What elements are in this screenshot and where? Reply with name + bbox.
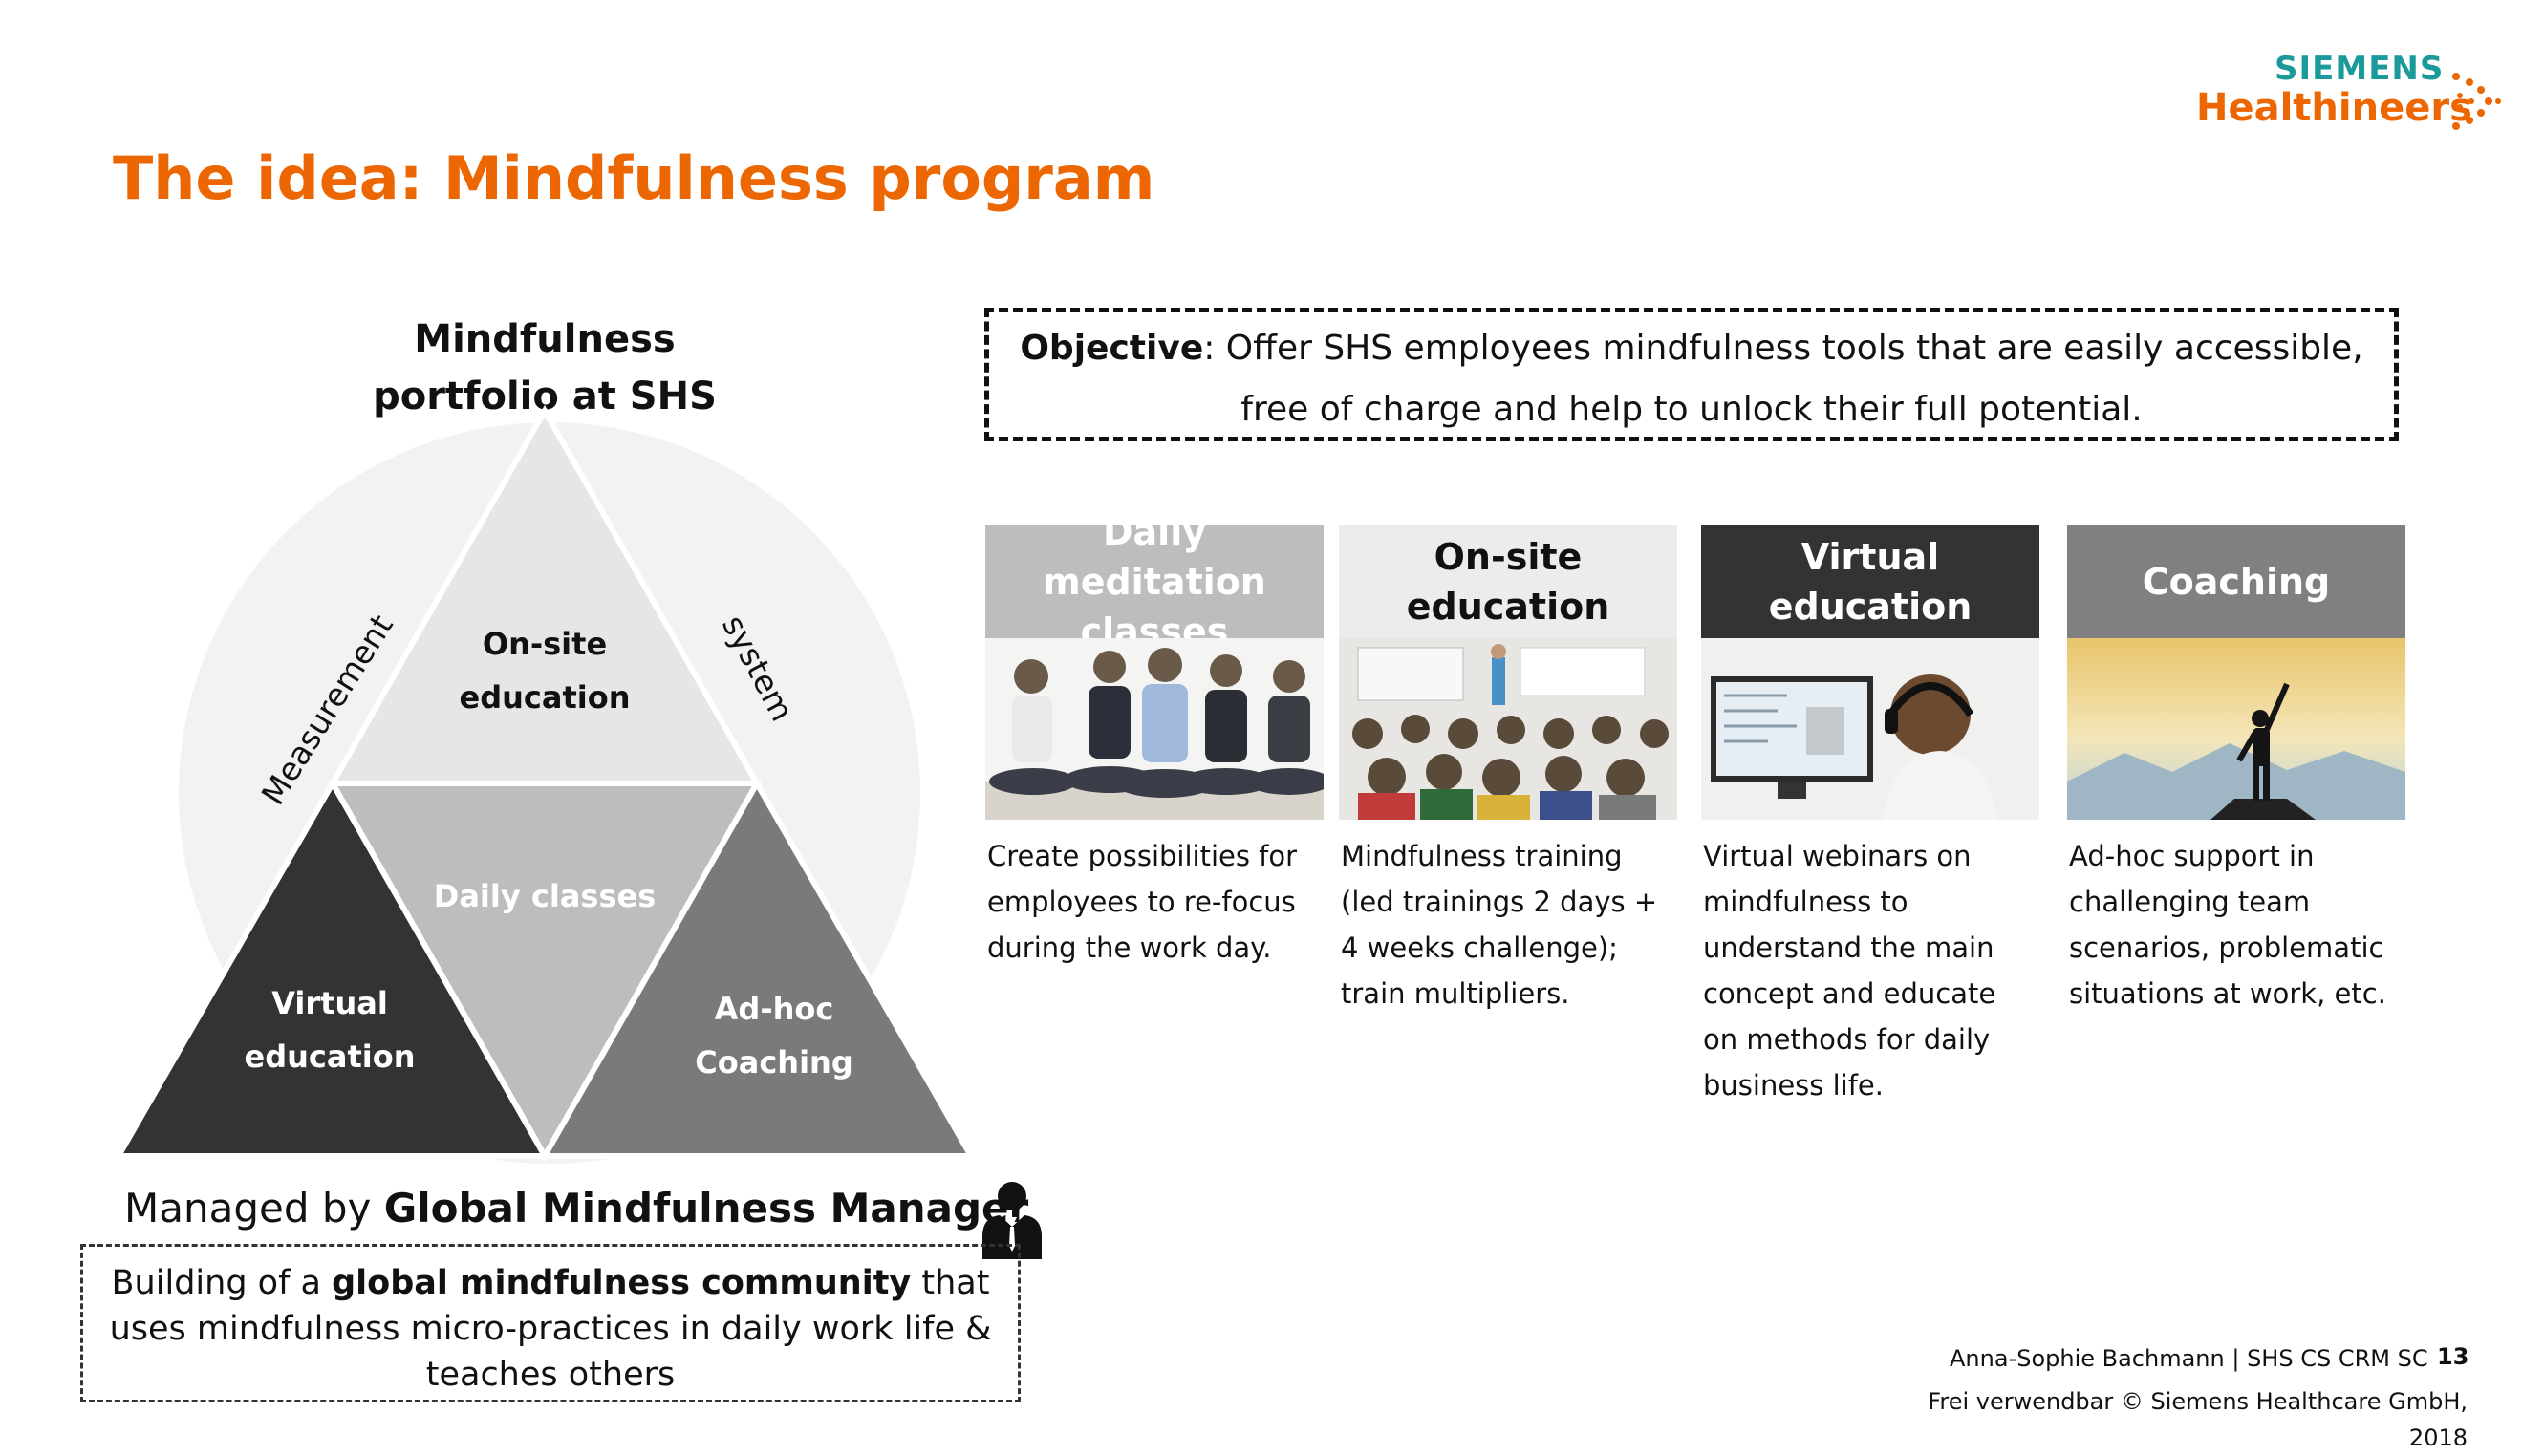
manager-role: Global Mindfulness Manager xyxy=(383,1185,1029,1231)
page-number: 13 xyxy=(2437,1343,2469,1370)
pyramid-label-virtual: Virtual education xyxy=(186,976,473,1083)
community-text-bold: global mindfulness community xyxy=(332,1264,912,1302)
pyramid-label-coaching-line1: Ad-hoc xyxy=(714,991,834,1027)
footer-author: Anna-Sophie Bachmann | SHS CS CRM SC xyxy=(1950,1345,2428,1372)
card-description: Ad-hoc support in challenging team scena… xyxy=(2069,840,2386,1010)
objective-line1: Objective: Offer SHS employees mindfulne… xyxy=(989,318,2394,379)
objective-line2: free of charge and help to unlock their … xyxy=(1240,390,2143,429)
community-text-1: Building of a xyxy=(111,1264,333,1302)
pyramid-right-triangle xyxy=(539,777,977,1159)
pyramid-label-virtual-line1: Virtual xyxy=(271,985,388,1021)
card-title-line2: education xyxy=(1406,586,1610,628)
pyramid-heading: Mindfulness portfolio at SHS xyxy=(315,310,774,425)
objective-text-1: : Offer SHS employees mindfulness tools … xyxy=(1203,329,2363,368)
managed-by-line: Managed by Global Mindfulness Manager xyxy=(124,1185,1028,1231)
card-header: Virtual education xyxy=(1701,525,2039,638)
coaching-photo-illustration xyxy=(2067,638,2405,820)
classroom-photo-illustration xyxy=(1339,638,1677,820)
pyramid-heading-line1: Mindfulness xyxy=(414,317,676,361)
card-header: On-site education xyxy=(1339,525,1677,638)
pyramid-label-coaching: Ad-hoc Coaching xyxy=(631,982,917,1089)
logo-dots-icon xyxy=(2452,73,2501,130)
pyramid-label-daily: Daily classes xyxy=(433,878,657,914)
card-title-line1: Virtual xyxy=(1800,536,1940,578)
card-description: Mindfulness training (led trainings 2 da… xyxy=(1341,840,1658,1010)
card-title-line2: education xyxy=(1768,586,1973,628)
footer-copyright: Frei verwendbar © Siemens Healthcare Gmb… xyxy=(1928,1388,2468,1451)
card-title-line1: On-site xyxy=(1434,536,1583,578)
program-card-coaching: Coaching Ad-hoc support in challenging t… xyxy=(2067,525,2405,1017)
card-header: Coaching xyxy=(2067,525,2405,638)
card-title-line1: Daily meditation xyxy=(1043,511,1266,603)
healthineers-logo-text: Healthineers xyxy=(2196,86,2472,130)
managed-by-prefix: Managed by xyxy=(124,1185,384,1231)
pyramid-label-coaching-line2: Coaching xyxy=(695,1044,853,1081)
page-title: The idea: Mindfulness program xyxy=(113,143,1155,213)
pyramid-label-onsite-line1: On-site xyxy=(482,626,608,662)
card-title-line1: Coaching xyxy=(2142,561,2331,603)
pyramid-label-onsite: On-site education xyxy=(401,617,688,724)
webinar-photo-illustration xyxy=(1701,638,2039,820)
manager-person-icon xyxy=(982,1182,1042,1259)
pyramid-left-triangle xyxy=(113,777,550,1159)
objective-label: Objective xyxy=(1020,329,1204,368)
community-box: Building of a global mindfulness communi… xyxy=(80,1244,1021,1402)
program-card-onsite-education: On-site education Mindfulness training (l… xyxy=(1339,525,1677,1017)
community-text-2: that uses mindfulness micro-practices in… xyxy=(109,1264,992,1394)
mindfulness-pyramid-diagram: Measurement system xyxy=(113,404,977,1164)
meditation-photo-illustration xyxy=(985,638,1324,820)
pyramid-label-onsite-line2: education xyxy=(459,679,631,716)
card-description: Create possibilities for employees to re… xyxy=(987,840,1298,964)
siemens-logo-text: SIEMENS xyxy=(2275,50,2445,88)
pyramid-label-virtual-line2: education xyxy=(244,1038,416,1075)
program-card-virtual-education: Virtual education Virtual webinars on min… xyxy=(1701,525,2039,1108)
card-description: Virtual webinars on mindfulness to under… xyxy=(1703,840,1996,1102)
objective-box: Objective: Offer SHS employees mindfulne… xyxy=(984,308,2399,441)
